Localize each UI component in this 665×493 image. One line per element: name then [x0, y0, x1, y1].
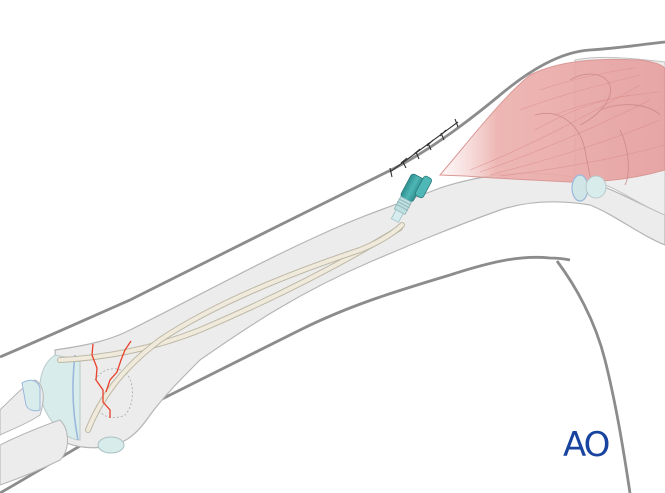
elastic-nail-2-fill	[86, 223, 404, 432]
olecranon-fossa-outline	[94, 368, 133, 418]
fracture-line-2	[105, 340, 132, 393]
elastic-nail-1-fill	[58, 226, 402, 362]
chest-contour	[555, 260, 632, 493]
muscle-fibers	[469, 67, 665, 177]
epicondyle	[97, 436, 125, 454]
ao-logo: AO	[563, 425, 610, 465]
fracture-line-1	[91, 343, 111, 418]
radial-head-cartilage	[21, 379, 41, 412]
end-cap-inserter	[390, 173, 432, 223]
muscle-heads	[534, 73, 661, 186]
elbow-cartilage-line	[72, 354, 79, 441]
glenoid-cartilage	[585, 175, 607, 199]
humerus-bone	[54, 172, 665, 449]
ao-logo-text: AO	[563, 425, 610, 465]
skin-contour-upper	[0, 40, 665, 359]
ulna-bone	[0, 419, 68, 486]
skin-suture	[389, 118, 459, 178]
elbow-trochlea	[39, 354, 81, 441]
